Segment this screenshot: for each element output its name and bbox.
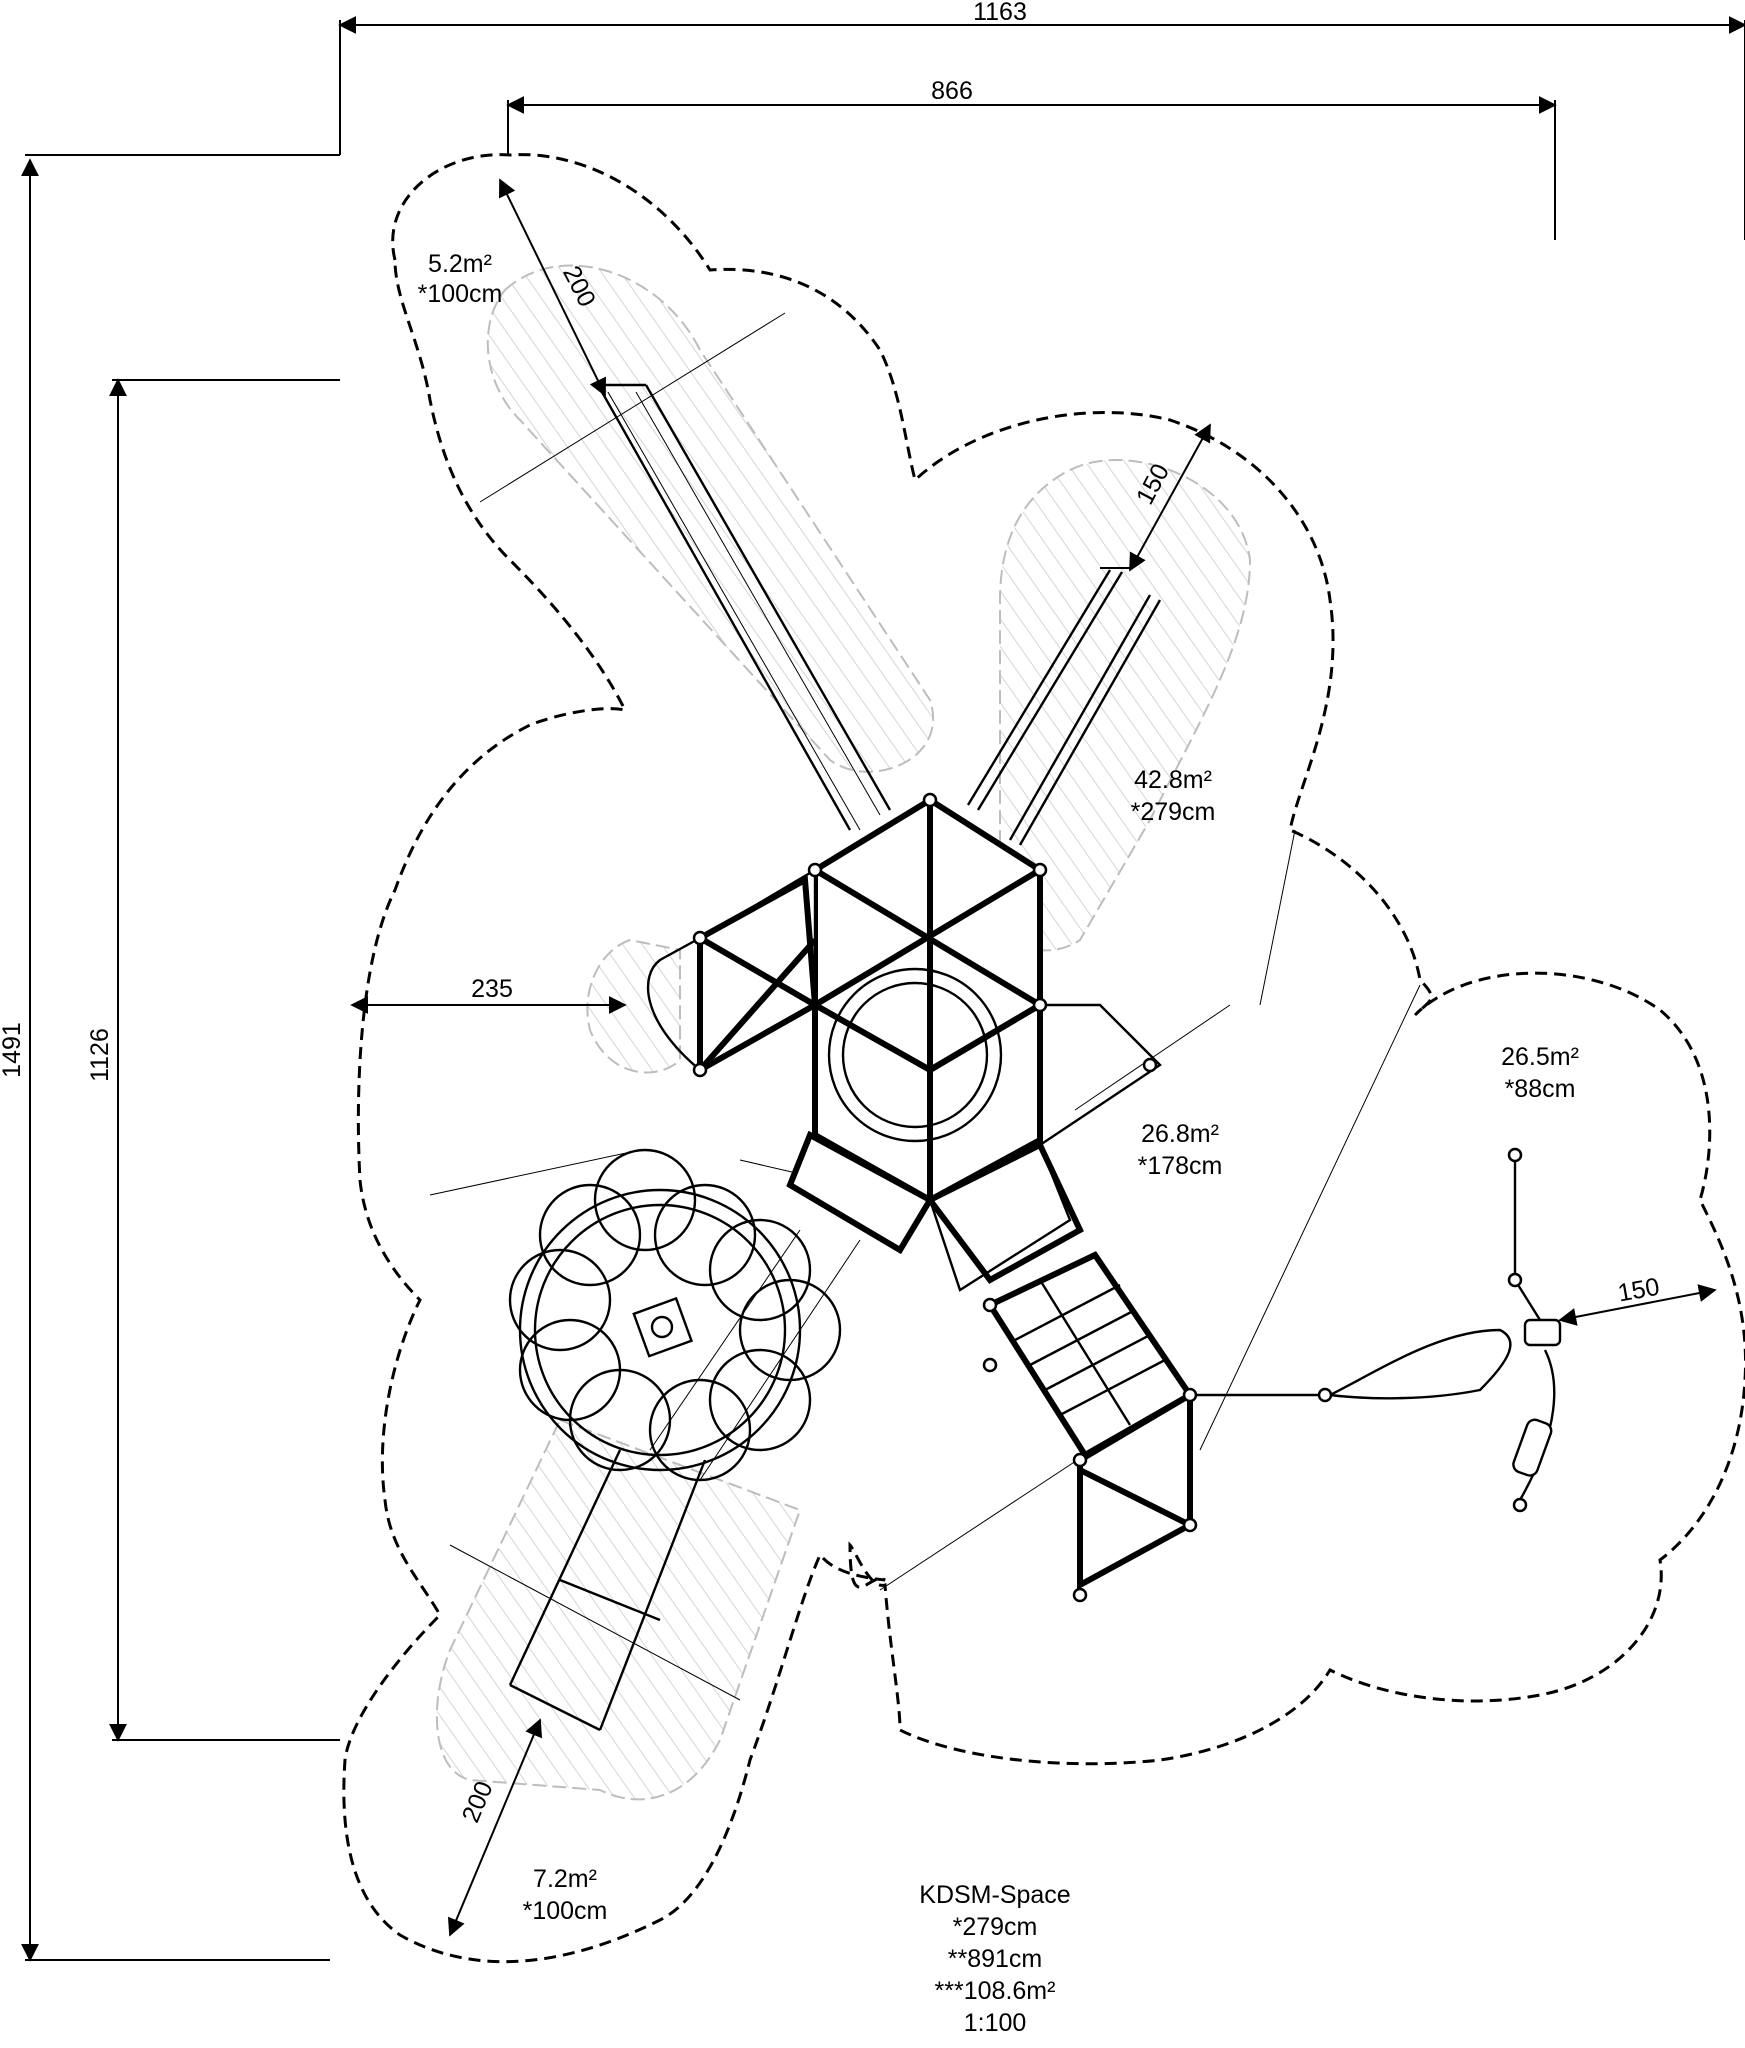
bottom-slide-runout-zone xyxy=(435,1418,802,1801)
zone-right-height: *88cm xyxy=(1505,1075,1576,1103)
top-slide xyxy=(596,383,892,831)
dim-clearance-bottom-slide: 200 xyxy=(457,1777,499,1826)
post-nodes xyxy=(692,792,1528,1603)
zone-bottom-left-height: *100cm xyxy=(523,1897,608,1925)
zone-center-area: 42.8m² xyxy=(1134,766,1212,794)
zone-bottom-left-area: 7.2m² xyxy=(533,1865,597,1893)
top-right-runout-zone xyxy=(999,459,1252,952)
spiral-tube-slide xyxy=(508,1148,842,1482)
zone-center-height: *279cm xyxy=(1131,798,1216,826)
safety-zone-outline xyxy=(342,153,1745,1964)
left-runout-zone xyxy=(586,938,681,1074)
dim-structure-height: 1126 xyxy=(86,1028,114,1082)
net-bridge xyxy=(985,1251,1195,1591)
zone-middle-height: *178cm xyxy=(1138,1152,1223,1180)
dim-overall-width: 1163 xyxy=(973,0,1027,26)
dim-structure-width: 866 xyxy=(931,77,973,105)
zone-right-area: 26.5m² xyxy=(1501,1043,1579,1071)
top-slide-runout-zone xyxy=(486,264,934,773)
product-length: **891cm xyxy=(948,1945,1043,1973)
bottom-slide xyxy=(508,1229,861,1732)
zone-top-left-area: 5.2m² xyxy=(428,250,492,278)
zone-middle-area: 26.8m² xyxy=(1141,1120,1219,1148)
title-block: KDSM-Space *279cm **891cm ***108.6m² 1:1… xyxy=(919,1881,1070,2037)
lower-platforms xyxy=(786,1130,1084,1292)
product-area: ***108.6m² xyxy=(935,1977,1056,2005)
dim-overall-height: 1491 xyxy=(0,1022,26,1078)
swing-unit xyxy=(1190,1155,1562,1501)
dim-clearance-left: 235 xyxy=(471,975,513,1003)
product-height: *279cm xyxy=(953,1913,1038,1941)
dimension-lines xyxy=(21,16,1745,1962)
drawing-scale: 1:100 xyxy=(964,2009,1027,2037)
zone-top-left-height: *100cm xyxy=(418,280,503,308)
climbing-poles xyxy=(966,569,1162,846)
product-name: KDSM-Space xyxy=(919,1881,1070,1909)
